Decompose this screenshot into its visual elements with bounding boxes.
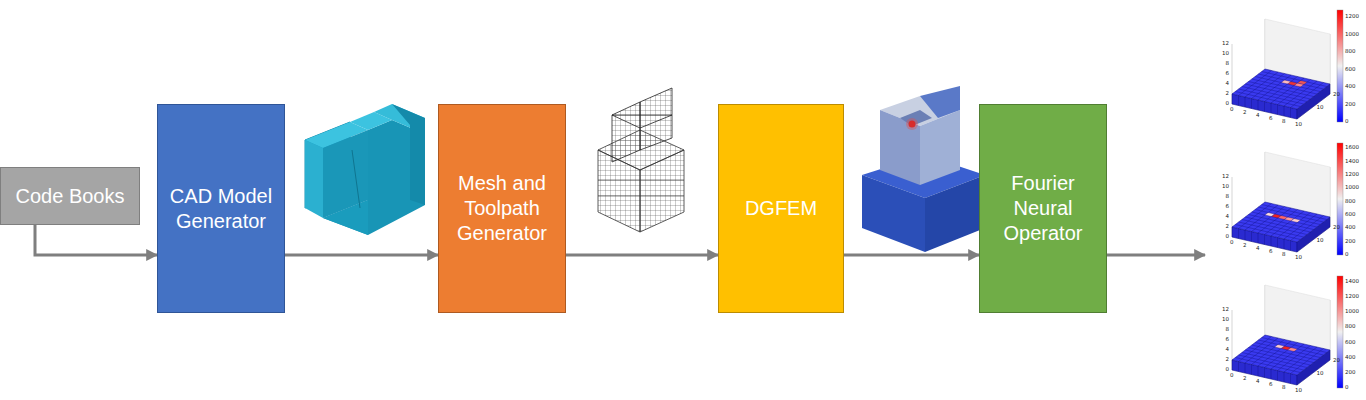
dgfem-result: [862, 86, 985, 252]
axis-tick: 800: [1345, 49, 1356, 55]
axis-tick: 2: [1226, 357, 1230, 363]
axis-tick: 800: [1345, 199, 1356, 205]
process-box: DGFEM: [718, 104, 844, 313]
axis-tick: 600: [1345, 67, 1356, 73]
process-box: Fourier Neural Operator: [979, 104, 1107, 313]
axis-tick: 2: [1243, 110, 1247, 116]
axis-tick: 4: [1256, 113, 1260, 119]
axis-tick: 0: [1345, 385, 1349, 391]
axis-tick: 4: [1226, 214, 1230, 220]
axis-tick: 0: [1230, 240, 1234, 246]
axis-tick: 400: [1345, 355, 1356, 361]
axis-tick: 10: [1222, 51, 1229, 57]
axis-tick: 20: [1333, 92, 1340, 98]
axis-tick: 600: [1345, 340, 1356, 346]
box-label: Code Books: [16, 184, 125, 209]
axis-tick: 1200: [1345, 294, 1359, 300]
axis-tick: 12: [1222, 41, 1229, 47]
axis-tick: 10: [1222, 317, 1229, 323]
axis-tick: 400: [1345, 84, 1356, 90]
axis-tick: 200: [1345, 370, 1356, 376]
axis-tick: 0: [1226, 101, 1230, 107]
axis-tick: 400: [1345, 225, 1356, 231]
axis-tick: 2: [1226, 224, 1230, 230]
box-label: Fourier Neural Operator: [987, 171, 1099, 246]
process-box: Mesh and Toolpath Generator: [438, 104, 566, 313]
axis-tick: 800: [1345, 324, 1356, 330]
axis-tick: 10: [1317, 238, 1324, 244]
axis-tick: 600: [1345, 212, 1356, 218]
axis-tick: 6: [1269, 249, 1273, 255]
flow-arrow: [844, 254, 979, 257]
axis-tick: 10: [1295, 122, 1302, 128]
axis-tick: 2: [1226, 91, 1230, 97]
box-label: CAD Model Generator: [165, 184, 277, 234]
axis-tick: 1000: [1345, 185, 1359, 191]
axis-tick: 10: [1317, 105, 1324, 111]
axis-tick: 10: [1295, 255, 1302, 261]
axis-tick: 2: [1243, 243, 1247, 249]
axis-tick: 6: [1226, 337, 1230, 343]
axis-tick: 4: [1226, 347, 1230, 353]
axis-tick: 1600: [1345, 145, 1359, 151]
axis-tick: 1000: [1345, 309, 1359, 315]
axis-tick: 8: [1282, 385, 1286, 391]
axis-tick: 8: [1282, 252, 1286, 258]
axis-tick: 0: [1345, 119, 1349, 125]
axis-tick: 20: [1333, 358, 1340, 364]
axis-tick: 0: [1230, 107, 1234, 113]
axis-tick: 8: [1226, 61, 1230, 67]
axis-tick: 8: [1226, 327, 1230, 333]
axis-tick: 6: [1269, 382, 1273, 388]
axis-tick: 4: [1256, 379, 1260, 385]
flow-arrow: [35, 225, 157, 255]
box-label: DGFEM: [745, 196, 817, 221]
axis-tick: 0: [1345, 252, 1349, 258]
axis-tick: 8: [1226, 194, 1230, 200]
input-box: Code Books: [0, 167, 140, 225]
axis-tick: 200: [1345, 239, 1356, 245]
axis-tick: 1000: [1345, 32, 1359, 38]
process-box: CAD Model Generator: [157, 104, 285, 313]
axis-tick: 1200: [1345, 172, 1359, 178]
axis-tick: 4: [1226, 81, 1230, 87]
axis-tick: 8: [1282, 119, 1286, 125]
output-arrow: [1105, 254, 1205, 257]
axis-tick: 6: [1269, 116, 1273, 122]
box-label: Mesh and Toolpath Generator: [446, 171, 558, 246]
axis-tick: 6: [1226, 71, 1230, 77]
flow-arrow: [285, 254, 438, 257]
axis-tick: 10: [1295, 388, 1302, 394]
output-plots: [1232, 10, 1343, 388]
axis-tick: 10: [1222, 184, 1229, 190]
axis-tick: 1200: [1345, 14, 1359, 20]
axis-tick: 200: [1345, 102, 1356, 108]
axis-tick: 4: [1256, 246, 1260, 252]
flow-arrow: [566, 254, 718, 257]
cad-model: [305, 104, 425, 235]
axis-tick: 0: [1226, 367, 1230, 373]
axis-tick: 0: [1230, 373, 1234, 379]
axis-tick: 1400: [1345, 159, 1359, 165]
axis-tick: 20: [1333, 225, 1340, 231]
axis-tick: 1400: [1345, 279, 1359, 285]
axis-tick: 12: [1222, 174, 1229, 180]
axis-tick: 0: [1226, 234, 1230, 240]
axis-tick: 12: [1222, 307, 1229, 313]
mesh-wireframe: [598, 88, 684, 232]
axis-tick: 2: [1243, 376, 1247, 382]
axis-tick: 6: [1226, 204, 1230, 210]
axis-tick: 10: [1317, 371, 1324, 377]
